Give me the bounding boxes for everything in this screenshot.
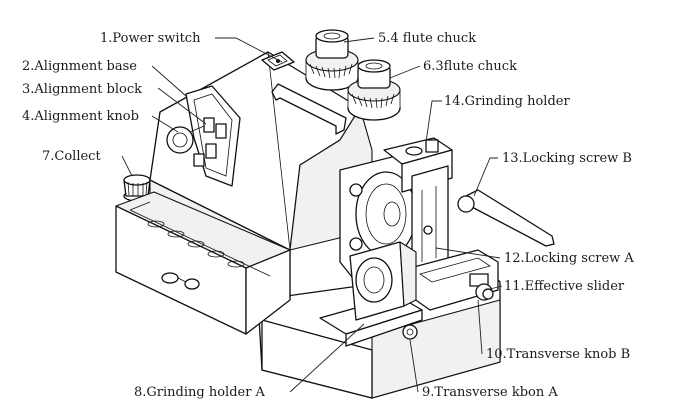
collet: [123, 174, 151, 202]
drawer: [115, 191, 291, 335]
label-transverse-knob-a: 9.Transverse kbon A: [422, 385, 558, 400]
label-alignment-knob: 4.Alignment knob: [22, 109, 139, 124]
label-effective-slider: 11.Effective slider: [504, 279, 625, 294]
effective-slider: [409, 249, 499, 311]
carry-handle: [271, 83, 347, 135]
label-locking-screw-b: 13.Locking screw B: [502, 151, 632, 166]
label-locking-screw-a: 12.Locking screw A: [504, 251, 634, 266]
label-grinding-holder: 14.Grinding holder: [444, 94, 570, 109]
label-alignment-base: 2.Alignment base: [22, 59, 137, 74]
label-grinding-holder-a: 8.Grinding holder A: [134, 385, 266, 400]
label-power-switch: 1.Power switch: [100, 31, 201, 46]
callout-labels: 1.Power switch 2.Alignment base 3.Alignm…: [22, 31, 634, 400]
label-collect: 7.Collect: [42, 149, 101, 164]
leader-lines: [121, 37, 503, 393]
alignment-block: [193, 117, 227, 167]
label-transverse-knob-b: 10.Transverse knob B: [486, 347, 630, 362]
locking-screw-b: [457, 189, 555, 247]
three-flute-chuck: [347, 59, 401, 121]
alignment-knob: [166, 125, 205, 154]
transverse-knob-b: [482, 288, 494, 300]
label-three-flute-chuck: 6.3flute chuck: [423, 59, 517, 74]
grinding-holder-a: [319, 241, 423, 347]
four-flute-chuck: [305, 29, 359, 91]
label-alignment-block: 3.Alignment block: [22, 82, 142, 97]
machine-illustration: [115, 29, 555, 399]
alignment-base: [185, 85, 241, 187]
transverse-knob-a: [402, 324, 418, 340]
label-four-flute-chuck: 5.4 flute chuck: [378, 31, 476, 46]
